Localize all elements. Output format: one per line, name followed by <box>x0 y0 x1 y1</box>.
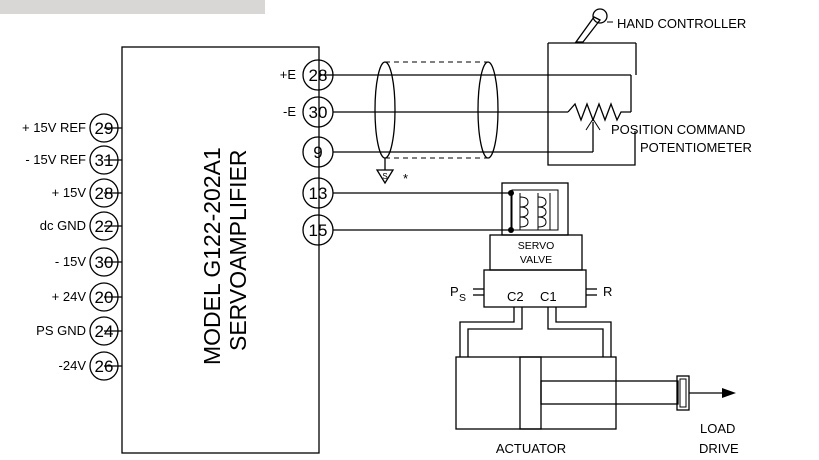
svg-text:31: 31 <box>95 151 114 170</box>
supply-pressure-subscript: S <box>459 292 466 304</box>
svg-text:9: 9 <box>313 143 322 162</box>
left-terminal-24: 24 PS GND <box>36 316 122 346</box>
svg-text:+ 15V REF: + 15V REF <box>22 120 86 135</box>
left-terminal-22: 22 dc GND <box>40 211 122 241</box>
svg-text:22: 22 <box>95 217 114 236</box>
svg-text:-24V: -24V <box>59 358 87 373</box>
torque-motor <box>501 182 569 236</box>
svg-text:+ 15V: + 15V <box>52 185 87 200</box>
svg-text:28: 28 <box>95 184 114 203</box>
pot-label-1: POSITION COMMAND <box>611 122 745 137</box>
servoamplifier-label: SERVOAMPLIFIER <box>225 149 251 351</box>
servo-label-1: SERVO <box>518 240 555 252</box>
svg-text:+E: +E <box>280 67 297 82</box>
svg-text:20: 20 <box>95 288 114 307</box>
servo-label-2: VALVE <box>520 254 552 266</box>
hand-controller-lever <box>574 16 601 43</box>
right-terminal-15: 15 <box>302 214 334 246</box>
svg-text:29: 29 <box>95 119 114 138</box>
piston-rod <box>540 380 679 405</box>
right-terminal-9: 9 <box>302 136 334 168</box>
actuator <box>455 356 736 430</box>
svg-text:26: 26 <box>95 357 114 376</box>
pot-label-2: POTENTIOMETER <box>640 140 752 155</box>
svg-text:+ 24V: + 24V <box>52 289 87 304</box>
svg-text:30: 30 <box>309 103 328 122</box>
svg-text:dc GND: dc GND <box>40 218 86 233</box>
piston <box>519 356 542 430</box>
left-terminal-26: 26 -24V <box>59 351 122 381</box>
left-terminal-block: 29 + 15V REF 31 - 15V REF 28 + 15V 22 dc… <box>22 113 122 381</box>
hydraulic-lines <box>459 307 612 357</box>
right-terminal-28: 28 +E <box>280 59 334 91</box>
c1-port-label: C1 <box>540 289 557 304</box>
svg-text:28: 28 <box>309 66 328 85</box>
svg-text:PS GND: PS GND <box>36 323 86 338</box>
c2-port-label: C2 <box>507 289 524 304</box>
load-label-1: LOAD <box>700 421 735 436</box>
left-terminal-31: 31 - 15V REF <box>25 145 122 175</box>
rod-end <box>676 375 690 411</box>
photo-remnant <box>0 0 265 14</box>
shield-ground-symbol <box>375 169 395 185</box>
load-label-2: DRIVE <box>699 441 739 456</box>
potentiometer-resistor <box>567 102 631 122</box>
hand-controller-knob <box>592 8 608 24</box>
hand-controller-label: HAND CONTROLLER <box>617 16 746 31</box>
actuator-label: ACTUATOR <box>496 441 566 456</box>
shielded-cable: S * <box>374 61 499 186</box>
left-terminal-28: 28 + 15V <box>52 178 122 208</box>
servoamplifier-box <box>121 46 320 454</box>
right-terminal-block: 28 +E 30 -E 9 13 15 <box>280 59 334 246</box>
load-arrow <box>722 388 736 398</box>
svg-text:13: 13 <box>309 184 328 203</box>
left-terminal-29: 29 + 15V REF <box>22 113 122 143</box>
left-terminal-30: 30 - 15V <box>55 247 122 277</box>
right-terminal-13: 13 <box>302 177 334 209</box>
command-wires <box>333 74 632 153</box>
svg-text:- 15V REF: - 15V REF <box>25 152 86 167</box>
svg-text:30: 30 <box>95 253 114 272</box>
return-label: R <box>603 284 612 299</box>
svg-text:S: S <box>382 172 387 181</box>
hand-controller-housing <box>547 43 636 166</box>
asterisk-note: * <box>403 171 408 186</box>
right-terminal-30: 30 -E <box>283 96 334 128</box>
model-label: MODEL G122-202A1 <box>199 147 225 365</box>
svg-text:- 15V: - 15V <box>55 254 86 269</box>
left-terminal-20: 20 + 24V <box>52 282 122 312</box>
manifold-block <box>483 269 587 308</box>
svg-text:-E: -E <box>283 104 296 119</box>
svg-text:15: 15 <box>309 221 328 240</box>
supply-pressure-label: P <box>450 284 459 299</box>
svg-text:24: 24 <box>95 322 114 341</box>
